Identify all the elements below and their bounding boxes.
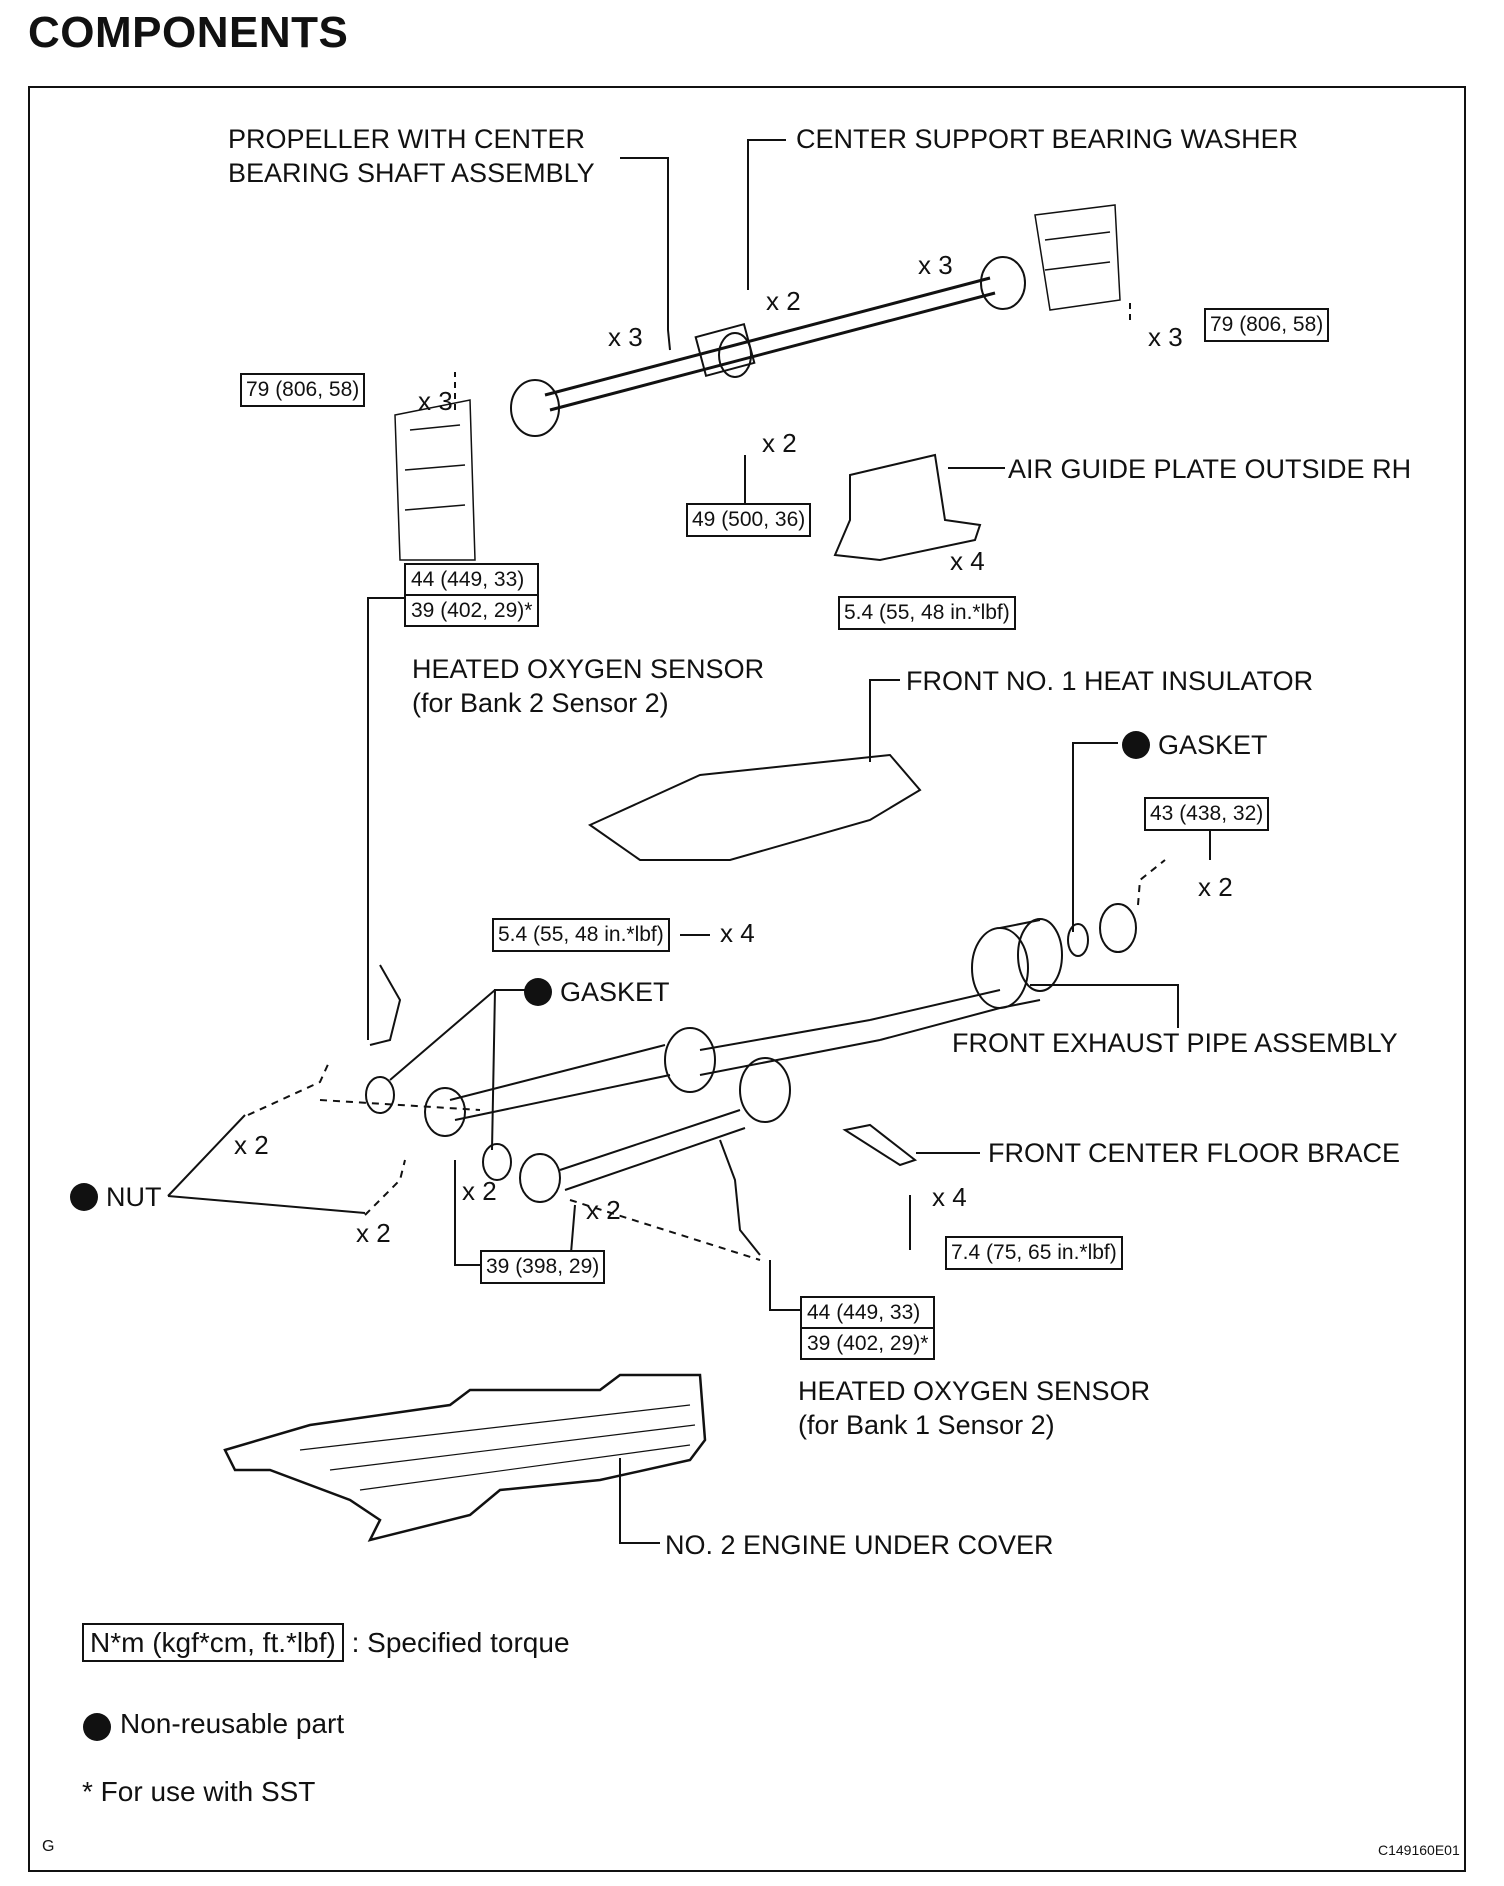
- legend-nonreusable-text: Non-reusable part: [120, 1708, 345, 1739]
- leader-gasket-right: [1072, 742, 1118, 932]
- transmission-sketch: [394, 399, 476, 561]
- page-title: COMPONENTS: [28, 8, 349, 57]
- leader-center-washer: [747, 139, 786, 290]
- torque-air-guide: 5.4 (55, 48 in.*lbf): [838, 596, 1016, 630]
- leader-nut-2: [167, 1195, 366, 1214]
- legend-sst-text: * For use with SST: [82, 1776, 316, 1807]
- leader-front-exhaust: [1030, 984, 1179, 1028]
- label-nut: NUT: [106, 1182, 162, 1212]
- gasket-ring-left-b: [482, 1143, 512, 1181]
- leader-nut-1: [167, 1114, 246, 1197]
- label-o2-bank2-line2: (for Bank 2 Sensor 2): [412, 688, 669, 718]
- torque-o2-bank1-sst: 39 (402, 29)*: [802, 1327, 934, 1358]
- label-propeller-line1: PROPELLER WITH CENTER: [228, 124, 586, 154]
- leader-torque-nut: [454, 1160, 480, 1266]
- nonreusable-dot-nut: [70, 1183, 98, 1211]
- leader-propeller: [620, 157, 671, 351]
- qty-gasket-mid: x 2: [462, 1176, 497, 1206]
- torque-o2-bank2-sst: 39 (402, 29)*: [406, 594, 538, 625]
- label-propeller-line2: BEARING SHAFT ASSEMBLY: [228, 158, 595, 188]
- qty-exhaust-bolt: x 2: [1198, 872, 1233, 902]
- differential-sketch: [1034, 204, 1121, 311]
- diagram-frame: [28, 86, 1466, 1872]
- leader-gasket-left-2: [491, 989, 525, 1151]
- qty-nut-upper: x 2: [234, 1130, 269, 1160]
- label-o2-bank1-line1: HEATED OXYGEN SENSOR: [798, 1376, 1151, 1406]
- torque-floor-brace: 7.4 (75, 65 in.*lbf): [945, 1236, 1123, 1270]
- qty-nut-lower: x 2: [356, 1218, 391, 1248]
- heat-insulator: [587, 753, 922, 861]
- legend-torque-box: N*m (kgf*cm, ft.*lbf): [82, 1623, 344, 1662]
- exhaust-pipe-drawing: [424, 918, 1063, 1203]
- torque-exhaust-bolt: 43 (438, 32): [1144, 797, 1270, 831]
- label-air-guide-plate: AIR GUIDE PLATE OUTSIDE RH: [1008, 454, 1412, 484]
- flange-right: [1099, 903, 1137, 953]
- label-gasket-left: GASKET: [560, 977, 670, 1007]
- qty-heat-insulator: x 4: [720, 918, 755, 948]
- qty-air-guide: x 4: [950, 546, 985, 576]
- torque-prop-right: 79 (806, 58): [1204, 308, 1330, 342]
- leader-under-cover: [619, 1458, 660, 1544]
- label-gasket-right: GASKET: [1158, 730, 1268, 760]
- qty-center-bolt: x 2: [762, 428, 797, 458]
- footer-right-code: C149160E01: [1378, 1842, 1460, 1858]
- torque-nut: 39 (398, 29): [480, 1250, 606, 1284]
- leader-o2-bank1: [769, 1260, 800, 1311]
- leader-gasket-left: [389, 989, 525, 1081]
- qty-prop-nut-right: x 3: [1148, 322, 1183, 352]
- torque-prop-left: 79 (806, 58): [240, 373, 366, 407]
- nonreusable-dot-gasket-left: [524, 978, 552, 1006]
- leader-heat-insulator: [869, 679, 900, 762]
- label-o2-bank1-line2: (for Bank 1 Sensor 2): [798, 1410, 1055, 1440]
- gasket-ring-right: [1067, 923, 1089, 957]
- qty-center-washer: x 2: [766, 286, 801, 316]
- leader-o2-bank2: [367, 597, 404, 1040]
- footer-left-code: G: [42, 1838, 55, 1855]
- torque-center-bolt: 49 (500, 36): [686, 503, 812, 537]
- qty-prop-bolt-right: x 3: [918, 250, 953, 280]
- label-front-exhaust-pipe: FRONT EXHAUST PIPE ASSEMBLY: [952, 1028, 1398, 1058]
- torque-o2-bank2: 44 (449, 33) 39 (402, 29)*: [404, 563, 540, 627]
- torque-o2-bank2-value: 44 (449, 33): [411, 568, 525, 591]
- gasket-ring-left-a: [365, 1076, 395, 1114]
- under-cover: [223, 1373, 707, 1542]
- torque-o2-bank1-value: 44 (449, 33): [807, 1301, 921, 1324]
- label-heat-insulator: FRONT NO. 1 HEAT INSULATOR: [906, 666, 1314, 696]
- qty-prop-nut-left: x 3: [418, 386, 453, 416]
- floor-brace: [842, 1123, 918, 1167]
- propeller-shaft-drawing: [454, 256, 1131, 437]
- torque-o2-bank1: 44 (449, 33) 39 (402, 29)*: [800, 1296, 936, 1360]
- legend-nonreusable: Non-reusable part: [120, 1708, 344, 1740]
- legend-torque: N*m (kgf*cm, ft.*lbf) : Specified torque: [82, 1623, 570, 1662]
- qty-prop-bolt-left: x 3: [608, 322, 643, 352]
- label-center-support-washer: CENTER SUPPORT BEARING WASHER: [796, 124, 1299, 154]
- air-guide-plate: [833, 453, 982, 562]
- qty-floor-brace: x 4: [932, 1182, 967, 1212]
- torque-heat-insulator: 5.4 (55, 48 in.*lbf): [492, 918, 670, 952]
- label-engine-under-cover: NO. 2 ENGINE UNDER COVER: [665, 1530, 1054, 1560]
- legend-sst: * For use with SST: [82, 1776, 315, 1808]
- legend-torque-text: : Specified torque: [351, 1627, 570, 1658]
- qty-pipe-bolt: x 2: [586, 1195, 621, 1225]
- o2-sensor-bank1: [719, 1139, 761, 1256]
- nonreusable-dot-legend: [83, 1713, 111, 1741]
- o2-sensor-bank2: [369, 964, 402, 1046]
- label-front-center-floor-brace: FRONT CENTER FLOOR BRACE: [988, 1138, 1401, 1168]
- nonreusable-dot-gasket-right: [1122, 731, 1150, 759]
- label-o2-bank2-line1: HEATED OXYGEN SENSOR: [412, 654, 765, 684]
